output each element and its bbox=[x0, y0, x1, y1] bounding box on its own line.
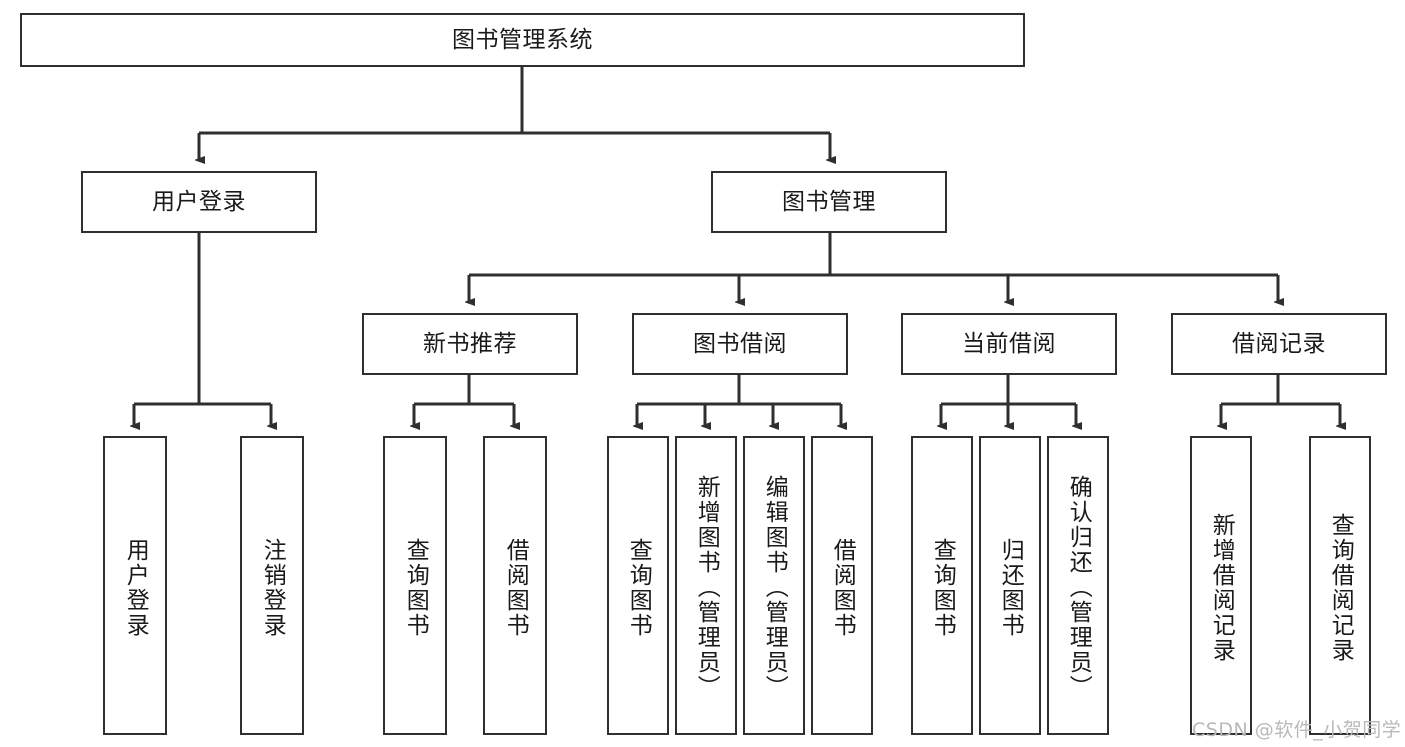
node-current-borrow-label: 当前借阅 bbox=[962, 330, 1056, 357]
watermark-text: CSDN @软件_小贺同学 bbox=[1192, 719, 1402, 741]
leaf-current-borrow-return-label: 归还图书 bbox=[997, 537, 1024, 638]
leaf-book-borrow-borrow-label: 借阅图书 bbox=[829, 537, 856, 638]
leaf-borrow-record-query[interactable]: 查询借阅记录 bbox=[1309, 436, 1371, 735]
node-new-book-recommend-label: 新书推荐 bbox=[423, 330, 517, 357]
node-user-login[interactable]: 用户登录 bbox=[81, 171, 317, 233]
leaf-book-borrow-edit[interactable]: 编辑图书（管理员） bbox=[743, 436, 805, 735]
node-root-label: 图书管理系统 bbox=[452, 26, 593, 53]
node-book-borrow-label: 图书借阅 bbox=[693, 330, 787, 357]
leaf-user-login-login-label: 用户登录 bbox=[122, 537, 149, 638]
leaf-borrow-record-add[interactable]: 新增借阅记录 bbox=[1190, 436, 1252, 735]
node-root[interactable]: 图书管理系统 bbox=[20, 13, 1025, 67]
leaf-current-borrow-confirm-label: 确认归还（管理员） bbox=[1065, 475, 1092, 700]
node-book-management[interactable]: 图书管理 bbox=[711, 171, 947, 233]
node-borrow-record[interactable]: 借阅记录 bbox=[1171, 313, 1387, 375]
node-borrow-record-label: 借阅记录 bbox=[1232, 330, 1326, 357]
leaf-book-borrow-query-label: 查询图书 bbox=[625, 537, 652, 638]
node-user-login-label: 用户登录 bbox=[152, 188, 246, 215]
leaf-current-borrow-query-label: 查询图书 bbox=[929, 537, 956, 638]
leaf-book-borrow-add-label: 新增图书（管理员） bbox=[693, 475, 720, 700]
node-new-book-recommend[interactable]: 新书推荐 bbox=[362, 313, 578, 375]
leaf-user-login-login[interactable]: 用户登录 bbox=[103, 436, 167, 735]
leaf-user-login-logout-label: 注销登录 bbox=[259, 537, 286, 638]
leaf-borrow-record-add-label: 新增借阅记录 bbox=[1208, 512, 1235, 663]
leaf-book-borrow-query[interactable]: 查询图书 bbox=[607, 436, 669, 735]
node-book-management-label: 图书管理 bbox=[782, 188, 876, 215]
leaf-new-book-borrow[interactable]: 借阅图书 bbox=[483, 436, 547, 735]
leaf-user-login-logout[interactable]: 注销登录 bbox=[240, 436, 304, 735]
leaf-book-borrow-edit-label: 编辑图书（管理员） bbox=[761, 475, 788, 700]
leaf-borrow-record-query-label: 查询借阅记录 bbox=[1327, 512, 1354, 663]
leaf-new-book-borrow-label: 借阅图书 bbox=[502, 537, 529, 638]
leaf-book-borrow-borrow[interactable]: 借阅图书 bbox=[811, 436, 873, 735]
node-current-borrow[interactable]: 当前借阅 bbox=[901, 313, 1117, 375]
leaf-current-borrow-return[interactable]: 归还图书 bbox=[979, 436, 1041, 735]
leaf-new-book-query[interactable]: 查询图书 bbox=[383, 436, 447, 735]
leaf-current-borrow-confirm[interactable]: 确认归还（管理员） bbox=[1047, 436, 1109, 735]
node-book-borrow[interactable]: 图书借阅 bbox=[632, 313, 848, 375]
leaf-new-book-query-label: 查询图书 bbox=[402, 537, 429, 638]
leaf-book-borrow-add[interactable]: 新增图书（管理员） bbox=[675, 436, 737, 735]
leaf-current-borrow-query[interactable]: 查询图书 bbox=[911, 436, 973, 735]
